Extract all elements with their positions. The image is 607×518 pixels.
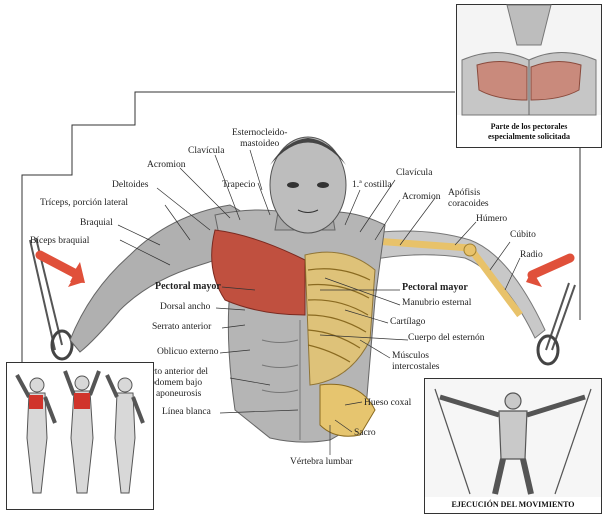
label-pectoral-mayor-left: Pectoral mayor bbox=[155, 281, 221, 292]
label-biceps: Bíceps braquial bbox=[30, 236, 90, 246]
muscle-figures-illustration bbox=[15, 370, 145, 494]
label-esternocleidomastoideo: Esternocleido- mastoideo bbox=[232, 128, 288, 149]
label-manubrio-esternal: Manubrio esternal bbox=[402, 298, 472, 308]
label-serrato-anterior: Serrato anterior bbox=[152, 322, 212, 332]
label-oblicuo-externo: Oblicuo externo bbox=[157, 347, 219, 357]
pectoral-detail-illustration bbox=[457, 4, 601, 116]
label-radio: Radio bbox=[520, 250, 543, 260]
label-vertebra-lumbar: Vértebra lumbar bbox=[290, 457, 353, 467]
label-apofisis-coracoides: Apófisis coracoides bbox=[448, 188, 489, 209]
label-hueso-coxal: Hueso coxal bbox=[364, 398, 412, 408]
label-musculos-intercostales: Músculos intercostales bbox=[392, 351, 440, 372]
label-acromion-left: Acromion bbox=[147, 160, 186, 170]
inset-pectoral-detail: Parte de los pectorales especialmente so… bbox=[456, 4, 602, 148]
label-deltoides: Deltoides bbox=[112, 180, 149, 190]
label-cartilago: Cartílago bbox=[390, 317, 426, 327]
label-braquial: Braquial bbox=[80, 218, 113, 228]
inset-exercise-execution: EJECUCIÓN DEL MOVIMIENTO bbox=[424, 378, 602, 514]
label-cubito: Cúbito bbox=[510, 230, 536, 240]
label-sacro: Sacro bbox=[354, 428, 376, 438]
label-triceps: Tríceps, porción lateral bbox=[40, 198, 129, 208]
label-primera-costilla: 1.ª costilla bbox=[352, 180, 392, 190]
label-acromion-right: Acromion bbox=[402, 192, 441, 202]
inset-top-caption: Parte de los pectorales especialmente so… bbox=[488, 122, 570, 141]
label-humero: Húmero bbox=[476, 214, 508, 224]
inset-bottom-caption: EJECUCIÓN DEL MOVIMIENTO bbox=[451, 500, 575, 509]
label-clavicula-left: Clavícula bbox=[188, 146, 225, 156]
label-clavicula-right: Clavícula bbox=[396, 168, 433, 178]
exercise-execution-illustration bbox=[425, 379, 601, 497]
label-cuerpo-esternon: Cuerpo del esternón bbox=[408, 333, 485, 343]
label-dorsal-ancho: Dorsal ancho bbox=[160, 302, 211, 312]
inset-muscle-figures bbox=[6, 362, 154, 510]
label-linea-blanca: Línea blanca bbox=[162, 407, 211, 417]
label-pectoral-mayor-right: Pectoral mayor bbox=[402, 282, 468, 293]
label-trapecio: Trapecio bbox=[222, 180, 256, 190]
